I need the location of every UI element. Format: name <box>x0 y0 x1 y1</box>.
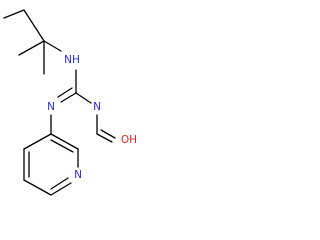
bond-central-c-n-pyridyl-2 <box>57 87 73 98</box>
bond-quaternary-c-nh <box>43 40 62 52</box>
bond-formyl-c-o-2 <box>100 129 116 139</box>
atom-label-n-pyridyl-imine: N <box>47 101 55 113</box>
bond-central-c-n-pyridyl-1 <box>60 92 77 103</box>
bond-ring-c2-c3-inner <box>50 139 74 153</box>
atom-label-oh: OH <box>121 134 137 146</box>
bond-methyl-1 <box>18 40 45 56</box>
bond-central-c-n-formyl <box>75 92 92 104</box>
atom-label-n-pyridine: N <box>74 169 82 181</box>
atom-label-nh: NH <box>64 54 80 66</box>
bond-layer <box>3 9 116 196</box>
atom-label-n-formyl-imine: N <box>93 101 101 113</box>
chemical-structure-diagram: NH N N OH N <box>3 9 137 196</box>
bond-ring-c5-c6 <box>23 179 52 196</box>
bond-ring-c3-c4 <box>23 133 52 150</box>
bond-ring-c2-c3 <box>50 133 79 150</box>
bond-formyl-c-o-1 <box>96 133 113 143</box>
atom-label-layer: NH N N OH N <box>47 54 137 181</box>
bond-ethyl-terminal <box>3 9 25 19</box>
bond-ring-c6-n <box>50 182 72 196</box>
bond-ring-c6-n-inner <box>50 177 69 190</box>
bond-ethyl-ch2 <box>23 9 45 42</box>
